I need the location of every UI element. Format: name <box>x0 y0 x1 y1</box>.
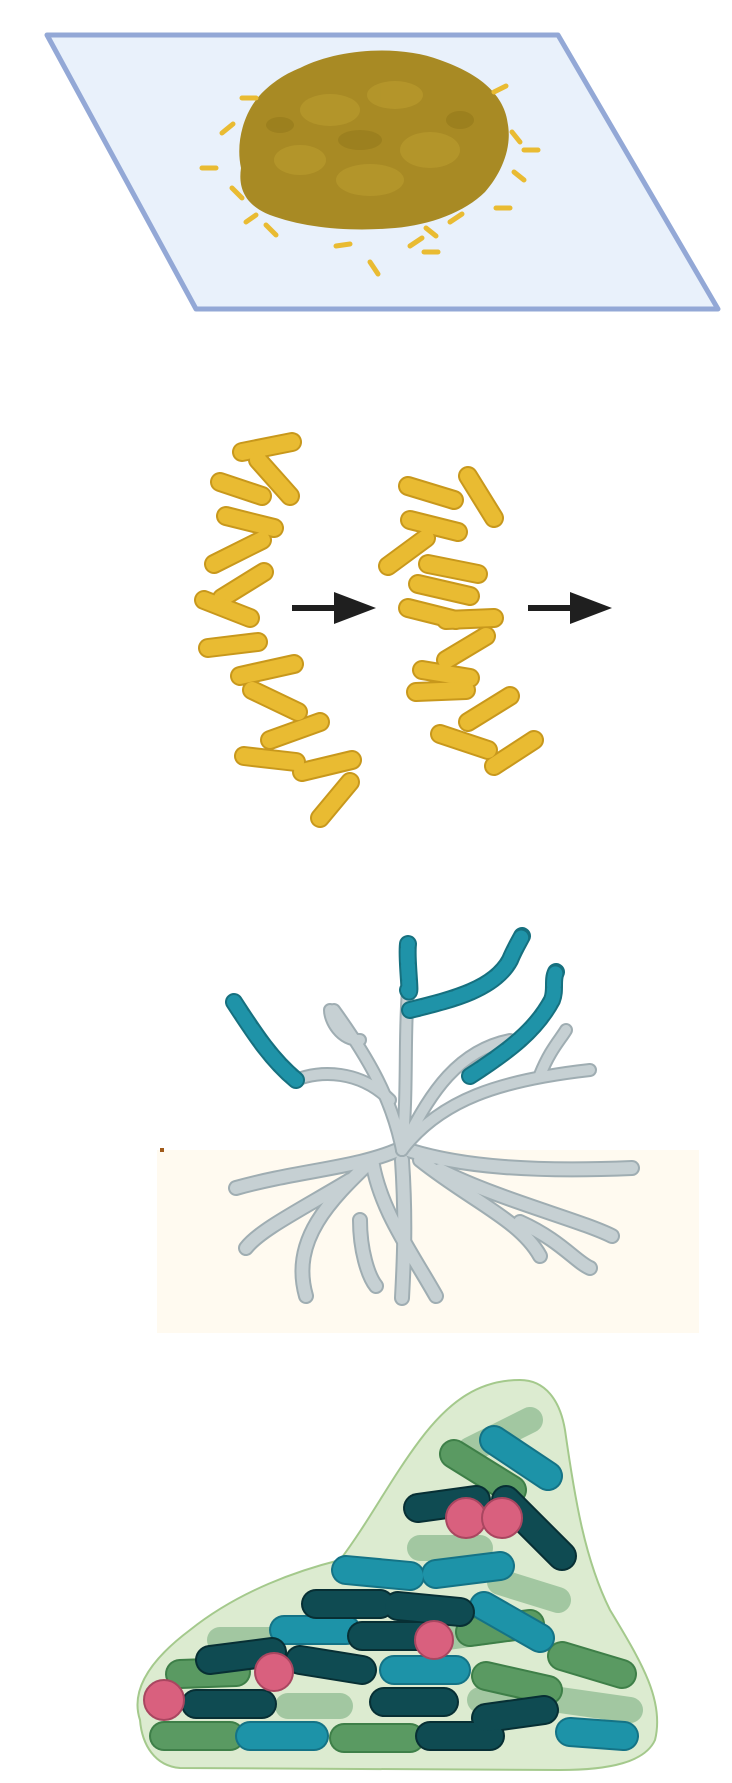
rod-chain-left <box>194 432 362 828</box>
cocci-pink <box>143 1497 523 1721</box>
panel-mixed-biofilm <box>136 1378 659 1772</box>
substrate-marker <box>160 1148 164 1152</box>
rods-teal <box>235 1425 639 1751</box>
aerial-hyphae <box>289 983 597 1157</box>
free-rods-around-colony <box>199 83 541 277</box>
substrate-hyphae <box>228 1140 640 1306</box>
arrow-right-1 <box>292 592 376 624</box>
bacterial-colony <box>239 50 509 230</box>
spore-chains <box>225 927 565 1089</box>
panel-cell-chain-division <box>194 432 612 828</box>
panel-colony-on-slide <box>44 32 721 312</box>
arrow-right-2 <box>528 592 612 624</box>
rod-chain-right <box>378 466 544 776</box>
panel-branching-mycelium <box>157 927 699 1333</box>
